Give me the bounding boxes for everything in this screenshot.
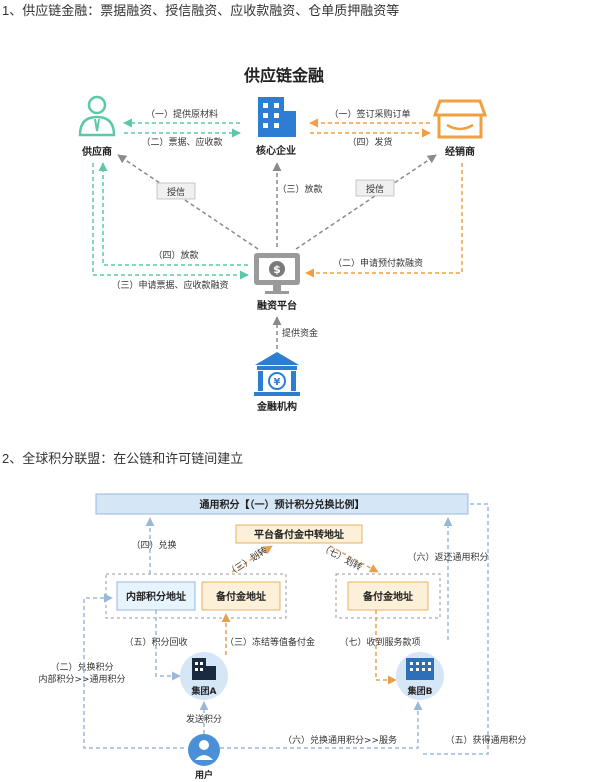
heading-points-alliance: 2、全球积分联盟：在公链和许可链间建立 [2, 451, 244, 466]
label-provide-materials: （一）提供原材料 [146, 108, 218, 120]
supply-chain-diagram: 供应链金融 供应商 核心企业 经销商 （一）提供原材料 （二）票据、应收款 （一… [78, 66, 488, 413]
arrow-obtain-points [420, 503, 489, 755]
label-freeze: （三）冻结等值备付金 [225, 636, 315, 648]
label-apply-prepay: （二）申请预付款融资 [333, 257, 423, 269]
reserve-b-label: 备付金地址 [362, 590, 413, 603]
supplier-label: 供应商 [81, 145, 112, 158]
group-b-container [335, 573, 441, 619]
shop-icon [432, 99, 488, 139]
label-return-points: （六）返还通用积分 [407, 551, 488, 563]
user-label: 用户 [194, 769, 213, 781]
platform-label: 融资平台 [257, 299, 297, 312]
institution-label: 金融机构 [256, 400, 297, 413]
arrow-receive-payment [375, 610, 397, 685]
label-transfer-7: （七）划转 [319, 541, 364, 573]
bank-icon: ¥ [254, 352, 300, 396]
arrow-transfer-7 [329, 545, 379, 573]
supplier-icon [78, 95, 116, 137]
group-a-building-icon [192, 658, 216, 680]
user-icon [195, 740, 213, 760]
monitor-dollar-icon: $ [254, 253, 300, 294]
label-bill-receivable: （二）票据、应收款 [141, 136, 222, 148]
arrow-transfer-3 [231, 545, 273, 573]
label-receive-payment: （七）收到服务款项 [339, 636, 420, 648]
arrow-exchange-points [83, 593, 184, 749]
arrow-exchange-service [220, 701, 423, 749]
label-redeem: （四）兑换 [131, 539, 176, 551]
arrow-credit-right [295, 154, 437, 250]
transfer-address-label: 平台备付金中转地址 [254, 528, 344, 541]
svg-text:$: $ [273, 263, 281, 276]
diagram-title: 供应链金融 [243, 66, 324, 85]
label-credit-right: 授信 [366, 183, 384, 195]
label-send-points: 发送积分 [186, 713, 222, 725]
arrow-loan-left [98, 162, 248, 266]
group-b-label: 集团B [407, 685, 433, 697]
label-exchange-points: （二）兑换积分 [50, 661, 113, 673]
label-provide-funds: 提供资金 [282, 327, 318, 339]
universal-points-title: 通用积分【（一）预计积分兑换比例】 [200, 498, 365, 511]
distributor-label: 经销商 [445, 145, 475, 158]
label-credit-left: 授信 [167, 186, 185, 198]
label-apply-bill: （三）申请票据、应收款融资 [111, 279, 228, 291]
label-loan-center: （三）放款 [277, 183, 322, 195]
svg-text:¥: ¥ [274, 377, 281, 388]
group-a-label: 集团A [191, 685, 217, 697]
group-b-building-icon [406, 658, 434, 680]
internal-address-label: 内部积分地址 [126, 590, 186, 603]
building-icon [258, 97, 296, 137]
arrow-recycle [155, 610, 181, 681]
label-loan-left: （四）放款 [153, 249, 198, 261]
arrow-apply-prepay [305, 163, 463, 278]
reserve-a-label: 备付金地址 [215, 590, 266, 603]
label-recycle: （五）积分回收 [124, 636, 187, 648]
reserve-a-box [201, 581, 281, 611]
core-enterprise-label: 核心企业 [256, 144, 296, 157]
label-exchange-service: （六）兑换通用积分>>服务 [283, 734, 397, 746]
transfer-address-box [235, 524, 363, 544]
label-sign-order: （一）签订采购订单 [329, 108, 410, 120]
label-ship: （四）发货 [347, 136, 392, 148]
points-alliance-diagram: 通用积分【（一）预计积分兑换比例】 平台备付金中转地址 内部积分地址 备付金地址… [38, 493, 527, 781]
arrow-credit-left [117, 154, 259, 250]
internal-address-box [116, 581, 196, 611]
arrow-apply-bill [92, 163, 249, 280]
label-obtain-points: （五）获得通用积分 [445, 734, 526, 746]
label-exchange-direction: 内部积分>>通用积分 [38, 673, 125, 685]
heading-supply-chain: 1、供应链金融：票据融资、授信融资、应收款融资、仓单质押融资等 [2, 3, 400, 18]
universal-points-bar [95, 493, 469, 515]
reserve-b-box [347, 581, 429, 611]
